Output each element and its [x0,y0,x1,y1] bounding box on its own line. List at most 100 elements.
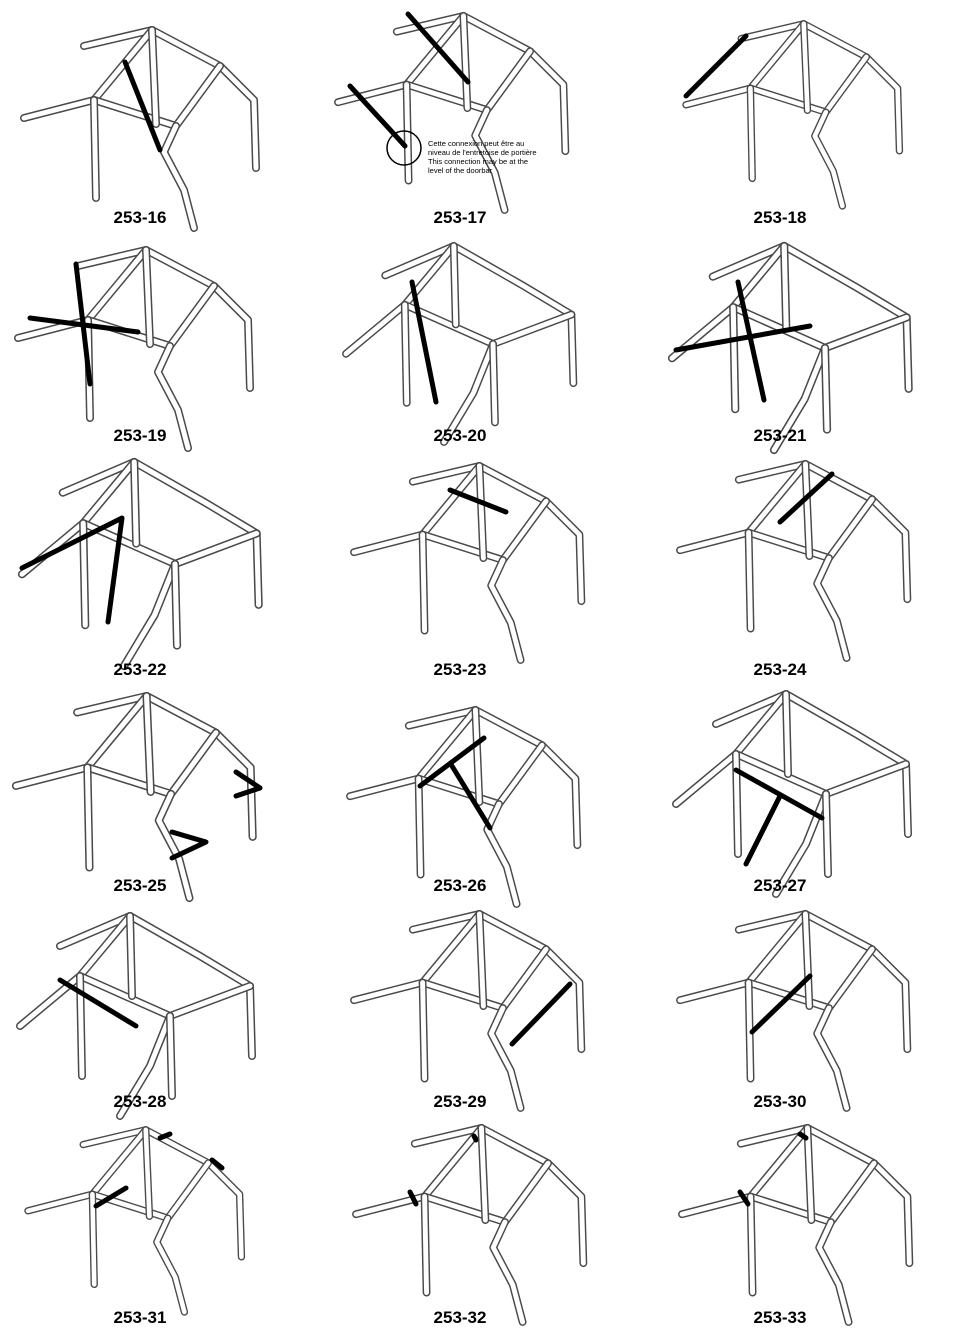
cage-tube-inner [460,13,470,111]
highlighted-brace [673,323,813,353]
cage-tube [381,242,578,388]
cage-tube-inner [80,520,88,628]
highlighted-brace [509,981,573,1047]
highlighted-brace [471,1133,479,1143]
highlighted-brace [735,279,767,403]
figure-label: 253-22 [113,660,167,679]
highlighted-brace [93,1185,129,1209]
highlighted-brace [19,515,125,625]
connection-note-line: niveau de l'entretoise de portière [428,148,537,157]
figure-label: 253-21 [753,426,807,445]
figure-label: 253-27 [753,876,807,895]
cage-tube-inner [801,21,810,113]
figure-label: 253-33 [753,1308,807,1327]
highlighted-brace [57,977,139,1029]
cage-tube-inner [783,691,791,777]
figure-label: 253-20 [433,426,487,445]
connection-circle [386,130,422,166]
cage-tube-inner [781,243,789,331]
cage-tube-inner [802,461,812,559]
cage-tube-inner [441,341,496,445]
roll-cage-253-23 [350,462,586,664]
cage-tube-inner [451,243,459,327]
roll-cage-253-18 [682,20,904,210]
cage-tube-inner [84,764,92,870]
cage-tube-inner [746,980,754,1082]
cage-tube-inner [404,82,412,184]
highlighted-brace [777,471,835,525]
cage-tube-inner [490,341,498,425]
cage-tube-inner [127,913,135,999]
highlighted-brace [749,973,813,1035]
highlighted-brace [417,735,487,789]
cage-tube-inner [420,532,428,634]
cage-tube-inner [773,791,829,897]
figure-label: 253-25 [113,876,167,895]
cage-tube-inner [121,561,178,669]
highlighted-brace [122,59,163,153]
cage-tube-inner [771,345,828,453]
highlighted-brace [27,315,141,335]
cage-tube-inner [748,1194,756,1296]
roll-cage-253-30 [676,910,912,1112]
cage-tube-inner [488,557,524,663]
cage-tube-inner [144,693,154,795]
cage-tube-inner [90,1191,97,1287]
cage-tube-inner [476,911,486,1009]
figure-label: 253-16 [113,208,167,227]
cage-tube-inner [149,27,159,127]
cage-tube-inner [416,776,424,878]
cage-tube-inner [143,247,153,347]
cage-tube-inner [156,791,192,901]
cage-tube-inner [812,109,845,209]
cage-tube-inner [472,107,508,213]
roll-cage-253-24 [676,460,912,662]
cage-tube [56,912,256,1060]
connection-note-line: level of the doorbar [428,166,493,175]
highlighted-brace [743,793,783,867]
figure-label: 253-26 [433,876,487,895]
roll-cage-253-26 [346,706,582,908]
highlighted-brace [683,33,749,99]
figure-label: 253-24 [753,660,807,679]
cage-tube-inner [748,85,755,181]
cage-tube-inner [822,345,830,433]
cage-tube-inner [730,304,738,412]
cage-tube-inner [490,1219,526,1325]
roll-cage-253-20 [342,242,578,446]
highlighted-brace [447,487,509,515]
cage-tube-inner [478,1125,488,1223]
figure-label: 253-23 [433,660,487,679]
figure-label: 253-30 [753,1092,807,1111]
connection-note-line: This connection may be at the [428,157,529,166]
connection-note-line: Cette connexion peut être au [428,139,525,148]
roll-cage-253-27 [672,690,912,898]
cage-tube-inner [161,123,197,231]
cage-tube-inner [422,1194,430,1296]
figure-label: 253-28 [113,1092,167,1111]
roll-cage-253-19 [14,246,254,452]
highlighted-brace [233,769,263,799]
roll-cage-253-25 [11,691,263,903]
figure-label: 253-29 [433,1092,487,1111]
cage-tube-inner [476,463,486,561]
highlighted-brace [209,1157,225,1171]
cage-tube-inner [823,791,831,877]
cage-tube-inner [814,1005,850,1111]
roll-cage-253-33 [678,1124,914,1326]
cage-tube-inner [117,1013,173,1119]
figure-label: 253-18 [753,208,807,227]
cage-tube-inner [713,691,911,837]
cage-tube [708,241,913,393]
highlighted-brace [407,1189,419,1207]
roll-cage-253-32 [352,1124,588,1326]
roll-cage-253-22 [17,457,263,671]
cage-tube-inner [804,1125,814,1223]
roll-cage-253-21 [667,241,913,455]
cage-tube-inner [143,1127,152,1219]
cage-tube-inner [484,801,520,907]
cage-tube-inner [382,243,576,386]
